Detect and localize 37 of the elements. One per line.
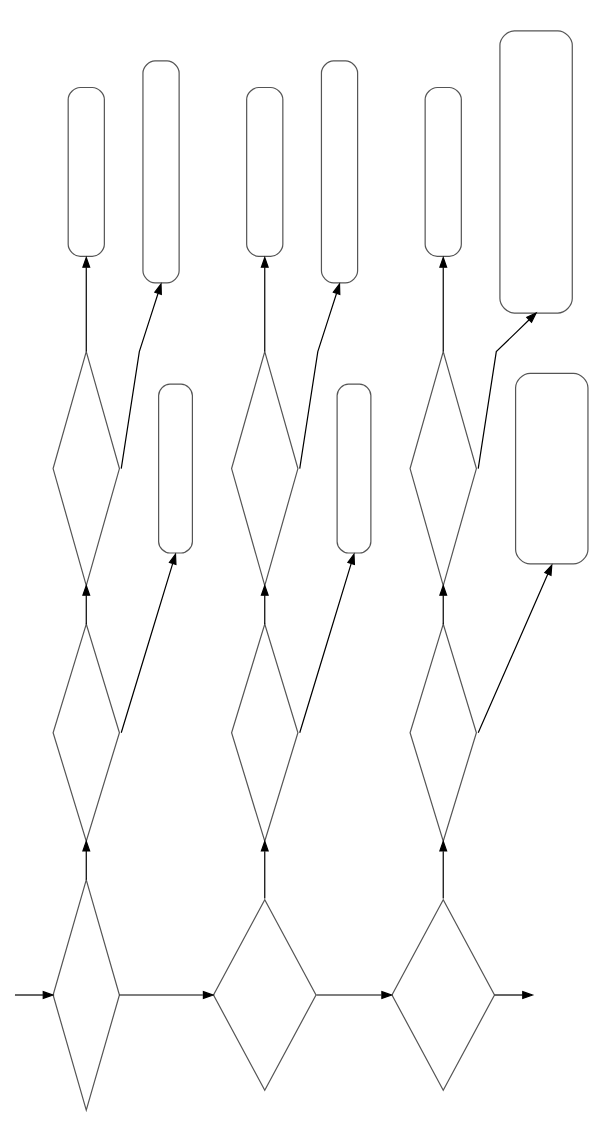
node-capsule [499, 30, 573, 314]
arrow [260, 839, 269, 900]
node-diamond [409, 622, 478, 844]
node-capsule [142, 60, 180, 284]
node-capsule [158, 383, 193, 554]
arrow [439, 839, 448, 900]
arrow [120, 282, 162, 470]
arrow [315, 990, 394, 1000]
node-capsule [336, 383, 372, 554]
arrow [439, 255, 448, 353]
arrow [82, 583, 91, 625]
node-capsule [320, 60, 359, 284]
node-diamond [52, 349, 121, 588]
arrow [494, 990, 535, 1000]
arrow [299, 282, 341, 470]
arrow [118, 990, 215, 1000]
node-diamond [52, 622, 121, 844]
arrow [82, 255, 91, 353]
arrow [14, 990, 55, 1000]
arrow [82, 839, 91, 881]
arrow [439, 583, 448, 625]
node-diamond [409, 349, 478, 588]
arrow [477, 311, 538, 470]
node-capsule [67, 86, 105, 257]
node-diamond [52, 877, 121, 1113]
node-diamond [391, 898, 496, 1092]
node-capsule [515, 372, 589, 565]
node-diamond [230, 349, 299, 588]
node-capsule [424, 86, 462, 257]
arrow [477, 563, 553, 734]
arrow [260, 255, 269, 353]
node-diamond [230, 622, 299, 844]
arrow [260, 583, 269, 625]
arrow [120, 552, 177, 734]
arrow [299, 552, 356, 734]
node-diamond [212, 898, 317, 1092]
node-capsule [246, 86, 284, 257]
